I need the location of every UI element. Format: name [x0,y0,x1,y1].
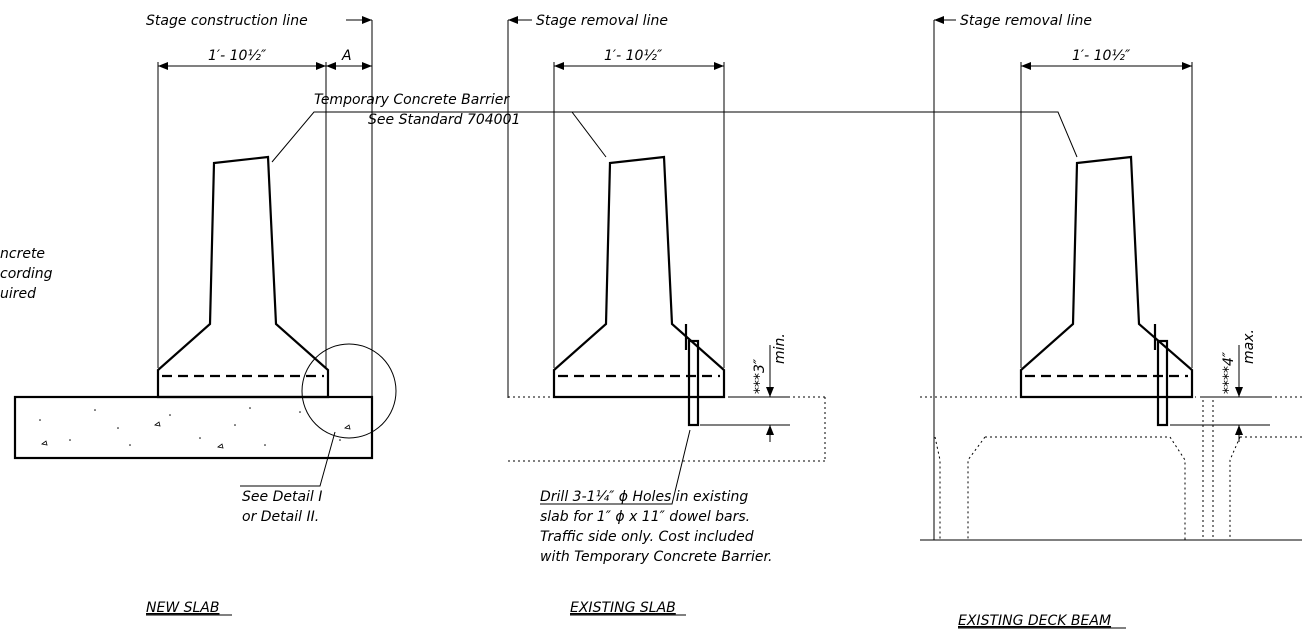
drill-note-line3: Traffic side only. Cost included [540,529,754,545]
drill-note-line4: with Temporary Concrete Barrier. [540,549,772,565]
left-note-line3: uired [0,286,36,302]
dim-max-label: max. [1241,329,1257,364]
left-note-line1: ncrete [0,246,45,262]
barrier-note-leader [271,111,1078,163]
drill-note-line1: Drill 3-1¼″ ϕ Holes in existing [540,489,748,505]
dim-3-min-label: ***3″ [752,358,768,394]
width-dim-label-1: 1′- 10½″ [208,48,267,64]
title-existing-slab: EXISTING SLAB [570,600,676,616]
width-dim-label-2: 1′- 10½″ [604,48,663,64]
barrier-note-line1: Temporary Concrete Barrier [314,92,510,108]
existing-slab-barrier [552,155,726,399]
slab-stipple [39,407,351,449]
dim-4-max-label: ****4″ [1221,351,1237,394]
new-slab-barrier [156,155,330,399]
detail-note-line1: See Detail I [242,489,322,505]
drill-note-line2: slab for 1″ ϕ x 11″ dowel bars. [540,509,750,525]
deck-dowel-bar [1156,339,1169,427]
left-note-line2: cording [0,266,53,282]
existing-deck-beam-section [920,16,1302,541]
new-slab-section [13,16,397,487]
dim-min-label: min. [772,333,788,364]
stage-removal-line-label-2: Stage removal line [960,13,1092,29]
title-existing-deck-beam: EXISTING DECK BEAM [958,613,1111,629]
dim-a-label: A [341,48,352,64]
barrier-note-line2: See Standard 704001 [368,112,520,128]
detail-note-line2: or Detail II. [242,509,319,525]
existing-slab [508,396,826,462]
deck-beam-barrier [1019,155,1194,399]
detail-circle [301,343,397,439]
dowel-bar [687,339,700,427]
deck-beam [920,396,1302,540]
stage-construction-line-label: Stage construction line [146,13,308,29]
width-dim-label-3: 1′- 10½″ [1072,48,1131,64]
title-new-slab: NEW SLAB [146,600,219,616]
stage-removal-line-label-1: Stage removal line [536,13,668,29]
new-slab [13,395,374,460]
existing-slab-section [507,16,826,505]
